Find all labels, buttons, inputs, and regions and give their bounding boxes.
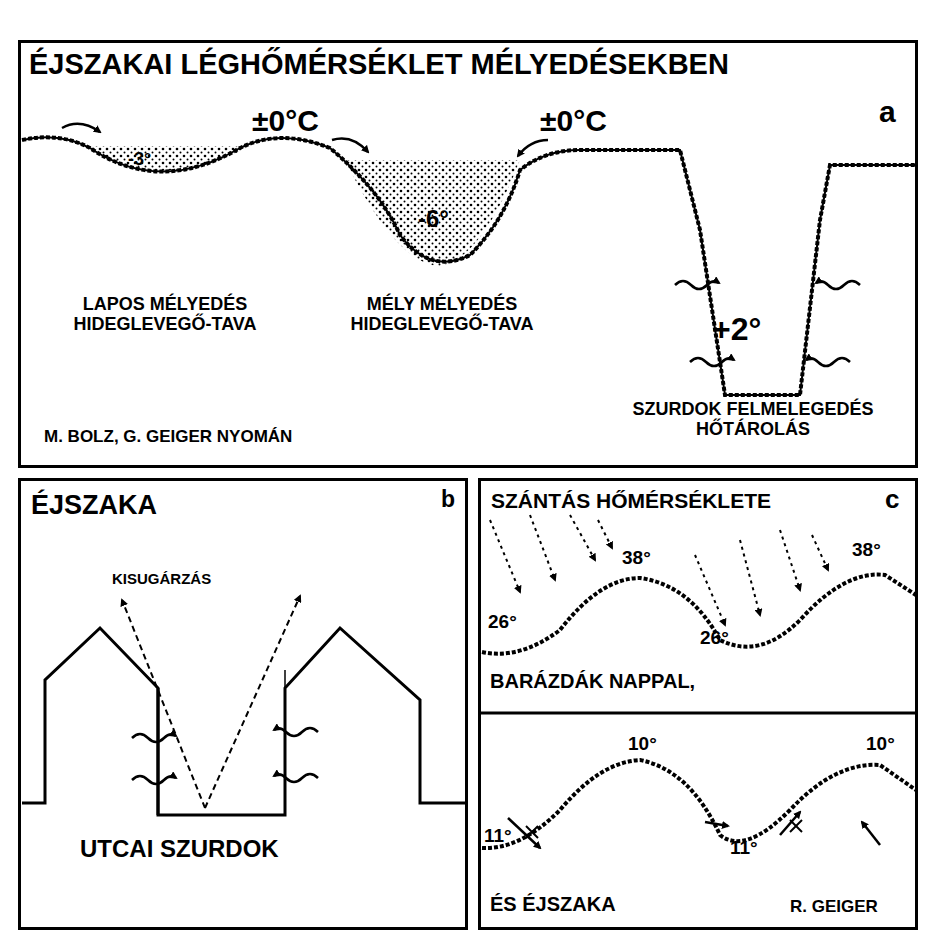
cold-air-arrow <box>62 124 100 132</box>
heat-arrows <box>675 281 860 366</box>
panel-letter: b <box>441 487 455 512</box>
source-note: R. GEIGER <box>790 898 878 917</box>
temperature: ±0°C <box>540 104 607 137</box>
panel: ÉJSZAKA b <box>18 478 468 930</box>
terrain-profile <box>22 137 918 395</box>
temperature: -6° <box>418 206 449 232</box>
section-label: BARÁZDÁK NAPPAL, <box>490 670 695 692</box>
temperature: 38° <box>852 540 881 561</box>
terrain-line <box>22 137 918 395</box>
cold-air-lake <box>345 160 520 266</box>
cold-drainage-arrows <box>508 812 880 848</box>
temperature: 26° <box>700 628 729 649</box>
furrow-profile-night <box>482 760 916 848</box>
source-note: M. BOLZ, G. GEIGER NYOMÁN <box>44 428 292 447</box>
region-label: MÉLY MÉLYEDÉS HIDEGLEVEGŐ-TAVA <box>312 295 572 335</box>
cold-air-arrow <box>518 140 548 156</box>
furrow-profile-day <box>482 575 916 654</box>
panel-title: ÉJSZAKA <box>31 491 157 521</box>
divider <box>478 712 918 715</box>
region-label: LAPOS MÉLYEDÉS HIDEGLEVEGŐ-TAVA <box>40 295 290 335</box>
temperature: 10° <box>866 734 895 755</box>
temperature: 10° <box>628 734 657 755</box>
temperature: 11° <box>730 838 758 859</box>
region-label: SZURDOK FELMELEGEDÉS HŐTÁROLÁS <box>598 400 908 440</box>
temperature: +2° <box>712 312 761 347</box>
panel-letter: a <box>879 95 896 128</box>
panel-letter: c <box>885 485 899 514</box>
cross-marks <box>526 820 802 838</box>
radiation-label: KISUGÁRZÁS <box>112 571 211 588</box>
cold-air-arrow <box>332 139 368 153</box>
temperature: 38° <box>622 548 651 569</box>
sunlight-arrows <box>490 515 828 625</box>
temperature: 11° <box>484 826 512 847</box>
temperature: -3° <box>128 150 151 170</box>
house-outlines <box>22 628 468 815</box>
radiation-line <box>122 600 205 808</box>
temperature: 26° <box>488 612 517 633</box>
temperature: ±0°C <box>252 104 319 137</box>
section-label: ÉS ÉJSZAKA <box>490 893 616 915</box>
panel-title: SZÁNTÁS HŐMÉRSÉKLETE <box>491 489 771 512</box>
wall-heat-arrows <box>132 728 318 784</box>
street-label: UTCAI SZURDOK <box>80 836 279 862</box>
panel-title: ÉJSZAKAI LÉGHŐMÉRSÉKLET MÉLYEDÉSEKBEN <box>29 49 729 81</box>
